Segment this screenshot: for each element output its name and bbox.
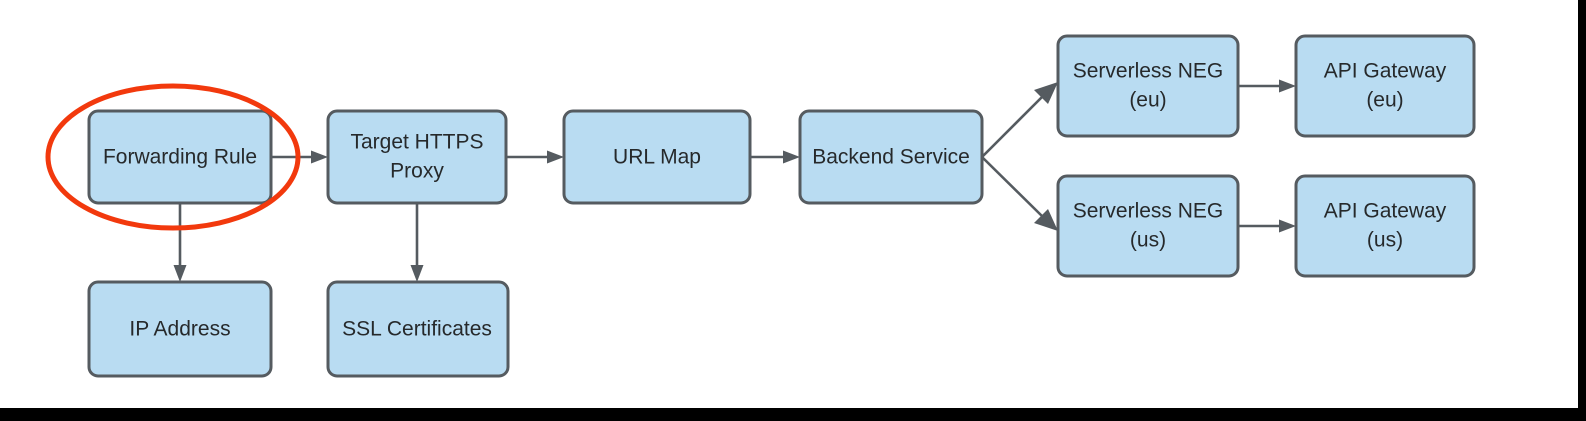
- edge-layer: [173, 79, 1296, 282]
- edge-serverless-neg-eu-to-api-gateway-eu: [1238, 79, 1296, 93]
- node-serverless-neg-eu-shape[interactable]: [1056, 34, 1240, 138]
- node-ssl-certificates-label: SSL Certificates: [342, 318, 492, 341]
- edge-target-https-proxy-to-ssl-certificates: [410, 203, 424, 282]
- node-serverless-neg-us-label-line-1: Serverless NEG: [1073, 200, 1224, 223]
- edge-serverless-neg-us-to-api-gateway-us: [1238, 219, 1296, 233]
- edge-backend-service-to-serverless-neg-eu: [981, 82, 1058, 158]
- node-api-gateway-us-shape[interactable]: [1294, 174, 1476, 278]
- edge-url-map-to-backend-service: [750, 150, 800, 164]
- annotation-layer: [45, 83, 301, 231]
- node-api-gateway-eu-label-line-2: (eu): [1366, 89, 1403, 112]
- node-serverless-neg-eu-label-line-2: (eu): [1129, 89, 1166, 112]
- node-api-gateway-eu-shape[interactable]: [1294, 34, 1476, 138]
- node-api-gateway-us[interactable]: API Gateway (us): [1294, 174, 1476, 278]
- node-ip-address-label: IP Address: [129, 318, 230, 341]
- node-ssl-certificates[interactable]: SSL Certificates: [326, 280, 510, 378]
- node-serverless-neg-us-label-line-2: (us): [1130, 229, 1166, 252]
- node-url-map-shape[interactable]: [562, 109, 752, 205]
- frame-bar-right: [1578, 0, 1586, 421]
- highlight-ellipse-forwarding-rule: [45, 83, 301, 231]
- node-forwarding-rule-label: Forwarding Rule: [103, 146, 257, 169]
- node-api-gateway-eu-label-line-1: API Gateway: [1324, 60, 1447, 83]
- node-backend-service-shape[interactable]: [798, 109, 984, 205]
- node-forwarding-rule[interactable]: Forwarding Rule: [87, 109, 273, 205]
- node-target-https-proxy-label-line-2: Proxy: [390, 160, 444, 183]
- edge-forwarding-rule-to-ip-address: [173, 203, 187, 282]
- node-api-gateway-us-label-line-2: (us): [1367, 229, 1403, 252]
- node-backend-service-label: Backend Service: [812, 146, 970, 169]
- frame-bar-bottom: [0, 408, 1586, 421]
- node-serverless-neg-us-shape[interactable]: [1056, 174, 1240, 278]
- node-target-https-proxy[interactable]: Target HTTPS Proxy: [326, 109, 508, 205]
- node-url-map[interactable]: URL Map: [562, 109, 752, 205]
- node-layer: Forwarding Rule Target HTTPS Proxy URL M…: [87, 34, 1476, 378]
- node-forwarding-rule-shape[interactable]: [87, 109, 273, 205]
- node-ip-address-shape[interactable]: [87, 280, 273, 378]
- node-serverless-neg-eu-label-line-1: Serverless NEG: [1073, 60, 1224, 83]
- node-backend-service[interactable]: Backend Service: [798, 109, 984, 205]
- node-target-https-proxy-shape[interactable]: [326, 109, 508, 205]
- node-api-gateway-eu[interactable]: API Gateway (eu): [1294, 34, 1476, 138]
- node-url-map-label: URL Map: [613, 146, 701, 169]
- node-target-https-proxy-label-line-1: Target HTTPS: [350, 131, 483, 154]
- node-ip-address[interactable]: IP Address: [87, 280, 273, 378]
- edge-forwarding-rule-to-target-https-proxy: [271, 150, 328, 164]
- node-serverless-neg-eu[interactable]: Serverless NEG (eu): [1056, 34, 1240, 138]
- edge-backend-service-to-serverless-neg-us: [981, 156, 1058, 231]
- edge-target-https-proxy-to-url-map: [506, 150, 564, 164]
- node-ssl-certificates-shape[interactable]: [326, 280, 510, 378]
- node-serverless-neg-us[interactable]: Serverless NEG (us): [1056, 174, 1240, 278]
- node-api-gateway-us-label-line-1: API Gateway: [1324, 200, 1447, 223]
